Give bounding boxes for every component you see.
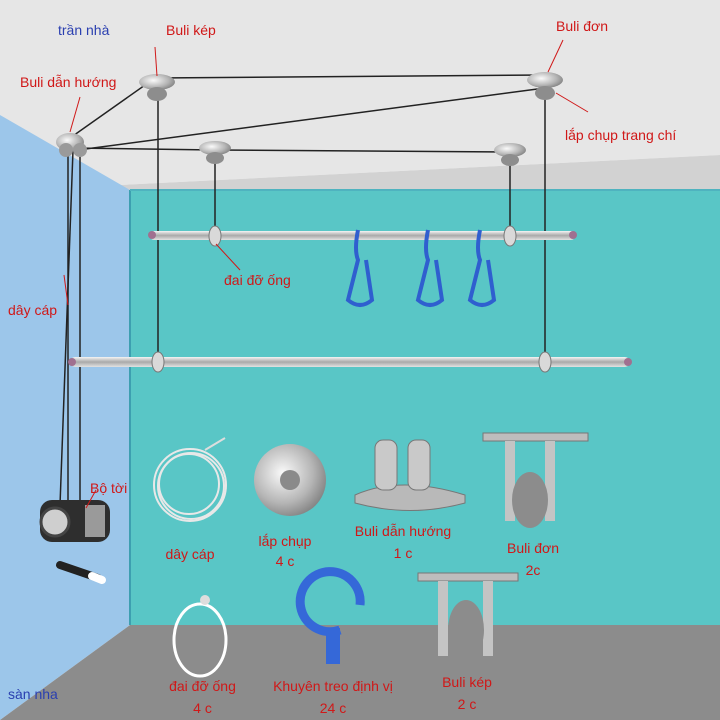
part-ceiling-cap-qty: 4 c xyxy=(275,553,295,569)
guide-pulley-label: Buli dẫn hướng xyxy=(20,74,117,90)
double-pulley-label: Buli kép xyxy=(166,22,216,38)
part-hook-qty: 24 c xyxy=(319,700,347,716)
back-wall xyxy=(130,190,720,625)
part-pipe-clamp-name: đai đỡ ống xyxy=(169,678,236,694)
part-ceiling-cap-name: lắp chụp xyxy=(258,533,312,549)
ceiling xyxy=(0,0,720,185)
part-positioning-hook xyxy=(295,567,365,664)
ceiling-label: trần nhà xyxy=(58,22,110,38)
part-single-pulley-name: Buli đơn xyxy=(507,540,559,556)
winch-label: Bộ tời xyxy=(90,480,128,496)
hangers-on-rail xyxy=(345,229,497,307)
floor-label: sàn nha xyxy=(8,686,58,702)
part-double-pulley xyxy=(417,572,519,660)
part-pipe-clamp-qty: 4 c xyxy=(193,700,212,716)
cable-label: dây cáp xyxy=(8,302,58,318)
part-pipe-clamp xyxy=(172,595,228,678)
winch xyxy=(39,500,110,584)
ceiling-pulley-mid-right xyxy=(494,143,526,166)
part-cable-coil xyxy=(153,437,227,522)
part-single-pulley-qty: 2c xyxy=(525,562,541,578)
part-ceiling-cap xyxy=(254,444,326,516)
single-pulley-label: Buli đơn xyxy=(556,18,608,34)
part-guide-pulley xyxy=(354,439,466,511)
left-wall xyxy=(0,115,130,720)
part-cable-name: dây cáp xyxy=(165,546,215,562)
part-hook-name: Khuyên treo định vị xyxy=(273,678,393,694)
pipe-clamp-label: đai đỡ ống xyxy=(224,272,291,288)
part-guide-pulley-qty: 1 c xyxy=(393,545,413,561)
ceiling-pulley-mid-left xyxy=(199,141,231,164)
upper-rail xyxy=(150,231,575,240)
lower-rail xyxy=(70,357,630,367)
part-double-pulley-name: Buli kép xyxy=(442,674,492,690)
part-guide-pulley-name: Buli dẫn hướng xyxy=(354,523,452,539)
ceiling-edge xyxy=(0,115,720,205)
label-pointers xyxy=(63,39,589,509)
single-pulley-right xyxy=(527,72,563,100)
double-pulley-left xyxy=(139,74,175,101)
ceiling-cap-label: lắp chụp trang chí xyxy=(565,127,677,143)
part-single-pulley xyxy=(482,432,589,528)
floor xyxy=(0,625,720,720)
part-double-pulley-qty: 2 c xyxy=(457,696,477,712)
ceiling-cables xyxy=(59,74,546,506)
guide-pulley xyxy=(56,133,87,157)
